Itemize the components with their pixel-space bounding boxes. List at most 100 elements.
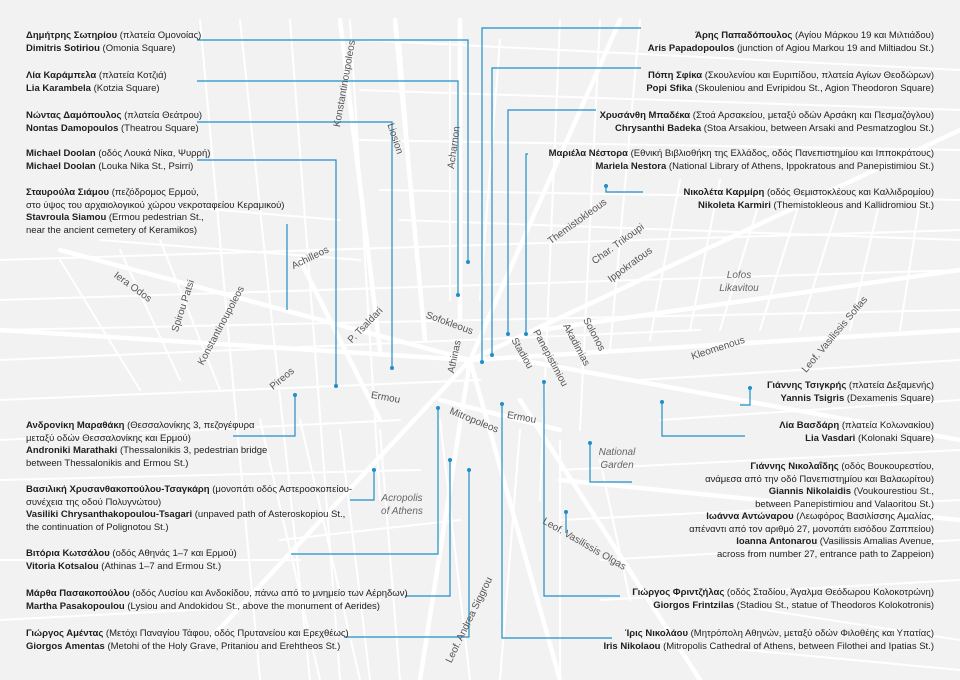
location-gr_loc: (οδός Βουκουρεστίου, [838, 461, 934, 472]
leader-end-papadopoulos [480, 360, 484, 364]
location-label: Δημήτρης Σωτηρίου (πλατεία Ομονοίας)Dimi… [26, 30, 201, 55]
leader-end-vasdari [660, 400, 664, 404]
name-en: Androniki Marathaki [26, 445, 118, 456]
location-en_loc: (Mitropolis Cathedral of Athens, between… [660, 640, 934, 652]
leader-sfika [491, 67, 641, 355]
location-label: Ανδρονίκη Μαραθάκη (Θεσσαλονίκης 3, πεζο… [26, 420, 267, 470]
leader-end-sfika [490, 353, 494, 357]
name-en: Giorgos Frintzilas [653, 599, 735, 611]
name-gr: Δημήτρης Σωτηρίου [26, 30, 118, 41]
name-gr: Βιτόρια Κωτσάλου [26, 548, 110, 559]
location-en_loc: (Ermou pedestrian St., [106, 212, 204, 223]
leader-nikolaou [501, 404, 612, 639]
name-en: Ioanna Antonarou [736, 536, 818, 547]
location-gr_loc: (Λεωφόρος Βασιλίσσης Αμαλίας, [793, 511, 934, 522]
location-en_loc: (unpaved path of Asteroskopiou St., [192, 509, 346, 520]
location-en_loc: (Omonia Square) [99, 42, 176, 54]
leader-end-nestora [524, 332, 528, 336]
leader-amentas [345, 470, 470, 638]
location-gr_loc: (Θεσσαλονίκης 3, πεζογέφυρα [124, 420, 255, 431]
name-en: Mariela Nestora [595, 160, 667, 172]
location-gr2: απέναντι από τον αριθμό 27, μονοπάτι εισ… [689, 523, 934, 535]
location-en_loc: (Kolonaki Square) [855, 432, 934, 444]
name-gr: Ιωάννα Αντώναρου [706, 511, 794, 522]
location-label: Σταυρούλα Σιάμου (πεζόδρομος Ερμού,στο ύ… [26, 187, 284, 237]
location-en_loc: (Themistokleous and Kallidromiou St.) [770, 199, 934, 211]
leader-end-frintzilas [542, 380, 546, 384]
location-gr_loc: (Μετόχι Παναγίου Τάφου, οδός Πρυτανείου … [103, 628, 349, 639]
location-en_loc: (Skouleniou and Evripidou St., Agion The… [692, 82, 934, 94]
name-gr: Βασιλική Χρυσανθακοπούλου-Τσαγκάρη [26, 484, 210, 495]
name-gr: Γιάννης Τσιγκρής [767, 380, 847, 391]
location-gr_loc: (μονοπάτι οδός Αστεροσκοπείου- [209, 484, 353, 495]
name-gr: Νικολέτα Καρμίρη [683, 187, 765, 198]
name-gr: Άρης Παπαδόπουλος [695, 30, 793, 41]
location-en_loc: (Athinas 1–7 and Ermou St.) [98, 560, 222, 572]
location-gr_loc: (Αγίου Μάρκου 19 και Μιλτιάδου) [792, 30, 934, 41]
location-en_loc: (Lysiou and Andokidou St., above the mon… [124, 600, 380, 612]
location-gr_loc: (οδός Λουκά Νίκα, Ψυρρή) [95, 148, 211, 159]
location-label: Michael Doolan (οδός Λουκά Νίκα, Ψυρρή)M… [26, 148, 210, 173]
name-en: Aris Papadopoulos [647, 42, 735, 54]
location-en2: between Panepistimiou and Valaoritou St.… [755, 498, 934, 510]
leader-end-amentas [467, 468, 471, 472]
leader-sotiriou [197, 39, 469, 262]
leader-end-tsigris [748, 386, 752, 390]
location-en_loc: (Louka Nika St., Psirri) [95, 160, 194, 172]
name-en: Iris Nikolaou [603, 640, 661, 652]
name-en: Popi Sfika [646, 82, 693, 94]
leader-vasdari [661, 402, 745, 437]
leader-end-tsagari [372, 468, 376, 472]
name-en: Chrysanthi Badeka [615, 122, 702, 134]
name-en: Nontas Damopoulos [26, 122, 119, 134]
leader-end-nikolaou [500, 402, 504, 406]
location-en2: across from number 27, entrance path to … [716, 548, 934, 560]
location-gr_loc: (πλατεία Κοτζιά) [96, 70, 167, 81]
location-en_loc: (Voukourestiou St., [851, 486, 934, 497]
location-en_loc: (Vasilissis Amalias Avenue, [817, 536, 934, 547]
location-gr_loc: (Μητρόπολη Αθηνών, μεταξύ οδών Φιλοθέης … [687, 628, 934, 639]
location-label: Γιώργος Αμέντας (Μετόχι Παναγίου Τάφου, … [26, 628, 349, 653]
name-gr: Ανδρονίκη Μαραθάκη [26, 420, 125, 431]
name-gr: Μαριέλα Νέστορα [548, 148, 628, 159]
location-en2: between Thessalonikis and Ermou St.) [26, 457, 189, 469]
leader-frintzilas [543, 382, 620, 597]
area-national-garden: National Garden [598, 447, 636, 471]
location-en2: the continuation of Polignotou St.) [26, 521, 169, 533]
location-label: Νικολέτα Καρμίρη (οδός Θεμιστοκλέους και… [684, 187, 935, 212]
location-gr_loc: (πλατεία Δεξαμενής) [846, 380, 934, 391]
location-gr2: στο ύψος του αρχαιολογικού χώρου νεκροτα… [26, 199, 285, 211]
name-gr: Χρυσάνθη Μπαδέκα [599, 110, 691, 121]
area-acropolis: Acropolis of Athens [381, 493, 423, 517]
location-label: Γιώργος Φριντζήλας (οδός Σταδίου, Άγαλμα… [632, 587, 934, 612]
leader-karambela [197, 80, 459, 295]
leader-papadopoulos [481, 27, 641, 362]
name-gr: Σταυρούλα Σιάμου [26, 187, 110, 198]
leader-end-karambela [456, 293, 460, 297]
leader-tsigris [740, 388, 751, 406]
name-gr: Γιώργος Φριντζήλας [632, 587, 725, 598]
location-gr_loc: (οδός Αθηνάς 1–7 και Ερμού) [109, 548, 237, 559]
name-en: Giannis Nikolaidis [768, 486, 852, 497]
leader-end-doolan [334, 384, 338, 388]
location-en_loc: (Metohi of the Holy Grave, Pritaniou and… [104, 640, 341, 652]
name-en: Martha Pasakopoulou [26, 600, 125, 612]
name-en: Stavroula Siamou [26, 212, 107, 223]
location-en_loc: (Theatrou Square) [118, 122, 199, 134]
leader-end-kotsalou [436, 406, 440, 410]
location-label: Νώντας Δαμόπουλος (πλατεία Θεάτρου)Nonta… [26, 110, 202, 135]
leader-karmiri [605, 186, 643, 193]
leader-damopoulos [197, 121, 393, 368]
location-label: Γιάννης Τσιγκρής (πλατεία Δεξαμενής)Yann… [767, 380, 934, 405]
street-grid [0, 17, 960, 680]
location-label: Μαριέλα Νέστορα (Εθνική Βιβλιοθήκη της Ε… [549, 148, 934, 173]
area-lofos-likavitou: Lofos Likavitou [719, 270, 759, 294]
leader-end-pasakopoulou [448, 458, 452, 462]
location-gr_loc: (πλατεία Ομονοίας) [117, 30, 202, 41]
name-en: Michael Doolan [26, 160, 96, 172]
name-en: Vasiliki Chrysanthakopoulou-Tsagari [26, 509, 193, 520]
location-gr_loc: (πλατεία Θεάτρου) [121, 110, 203, 121]
location-gr_loc: (οδός Σταδίου, Άγαλμα Θεόδωρου Κολοκοτρώ… [724, 587, 934, 598]
location-label: Ίρις Νικολάου (Μητρόπολη Αθηνών, μεταξύ … [603, 628, 934, 653]
leader-end-damopoulos [390, 366, 394, 370]
